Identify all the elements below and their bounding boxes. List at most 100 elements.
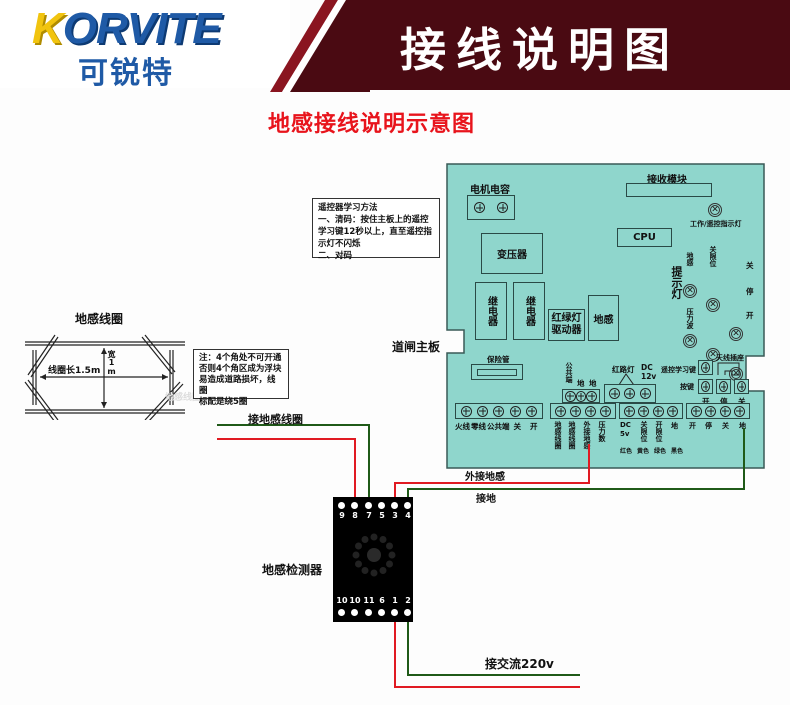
pin-2 bbox=[404, 609, 411, 616]
ground-label: 接地 bbox=[476, 494, 496, 505]
loop-module: 地感 bbox=[588, 295, 619, 341]
lamp-close-limit-icon: ✕ bbox=[706, 298, 720, 312]
pin-label: 5 bbox=[379, 511, 385, 520]
pin-5 bbox=[378, 502, 385, 509]
wire-color-label: 黑色 bbox=[671, 448, 684, 455]
receiver-module bbox=[626, 183, 712, 197]
screw-icon bbox=[667, 405, 679, 417]
screw-icon bbox=[565, 390, 576, 402]
pin-3 bbox=[391, 502, 398, 509]
screw-icon bbox=[555, 405, 566, 417]
pin-7 bbox=[365, 502, 372, 509]
screw-icon bbox=[474, 202, 485, 213]
lamp-open-limit-icon: ✕ bbox=[706, 348, 720, 362]
screw-icon bbox=[477, 405, 489, 417]
screw-icon bbox=[570, 405, 581, 417]
screw-icon bbox=[460, 405, 472, 417]
pin-label: 9 bbox=[339, 511, 345, 520]
terminal-label: 地感线圈 bbox=[568, 421, 576, 449]
screw-icon bbox=[652, 405, 664, 417]
loop-note: 注：4个角处不可开通 否则4个角区成为浮块 易造成道路损坏，线圈 标配是绕5圈 bbox=[193, 349, 289, 407]
note-line: 示灯不闪烁 bbox=[318, 239, 361, 249]
pin-8 bbox=[351, 502, 358, 509]
loop-title: 地感线圈 bbox=[75, 312, 124, 326]
remote-learn-key-label: 遥控学习键 bbox=[661, 366, 696, 374]
screw-icon bbox=[600, 405, 611, 417]
terminal-label: 压力数 bbox=[598, 421, 606, 442]
ground-terminal-label: 地 bbox=[589, 379, 597, 388]
pin-label: 10 bbox=[349, 596, 361, 605]
ac-wire-green-drop bbox=[407, 612, 409, 676]
power-terminal-labels: 火线 零线 公共端 关 开 bbox=[455, 421, 538, 432]
note-line: 标配是绕5圈 bbox=[199, 397, 248, 407]
pin-label: 4 bbox=[405, 511, 411, 520]
fuse-label: 保险管 bbox=[487, 355, 510, 364]
screw-icon bbox=[493, 405, 505, 417]
pin-10 bbox=[338, 609, 345, 616]
lamp-stop-label: 停 bbox=[746, 287, 754, 296]
work-lamp-label: 工作/遥控指示灯 bbox=[690, 220, 742, 228]
open-button[interactable] bbox=[698, 379, 713, 394]
terminal-label: 地感线圈 bbox=[554, 421, 562, 449]
cpu-chip: CPU bbox=[617, 228, 672, 247]
note-line: 易造成道路损坏，线圈 bbox=[199, 375, 276, 396]
loop-watermark: 地感线圈 bbox=[165, 393, 202, 403]
dc12-label: DC 12v bbox=[641, 363, 657, 381]
pin-4 bbox=[404, 502, 411, 509]
pin-label: 11 bbox=[363, 596, 375, 605]
remote-learn-key[interactable] bbox=[698, 360, 713, 375]
loop-length-label: 线圈长1.5m bbox=[48, 363, 101, 376]
terminal-label: 火线 bbox=[455, 422, 470, 431]
pin-10b bbox=[351, 609, 358, 616]
pin-label: 3 bbox=[392, 511, 398, 520]
screw-icon bbox=[509, 405, 521, 417]
loop-drawing bbox=[24, 334, 185, 420]
relay-1: 继电器 bbox=[475, 282, 507, 340]
close-button[interactable] bbox=[734, 379, 749, 394]
loop-wire-red bbox=[217, 438, 356, 440]
stop-button[interactable] bbox=[716, 379, 731, 394]
hint-lamp-title: 提示灯 bbox=[670, 266, 683, 299]
hint-lamp-pressure-label: 压力波 bbox=[686, 308, 694, 329]
pin-label: 6 bbox=[379, 596, 385, 605]
terminal-label: DC 5v bbox=[620, 421, 631, 438]
limit-wire-colors: 红色 黄色 绿色 黑色 bbox=[620, 446, 683, 455]
note-line: 学习键12秒以上，直至遥控指 bbox=[318, 227, 432, 237]
pin-label: 2 bbox=[405, 596, 411, 605]
remote-learning-note: 遥控器学习方法 一、清码：按住主板上的遥控 学习键12秒以上，直至遥控指 示灯不… bbox=[312, 198, 440, 261]
loop-detector: 9 8 7 5 3 4 10 10 11 6 1 2 bbox=[333, 497, 413, 622]
screw-icon bbox=[719, 405, 731, 417]
ac-wire-red-drop bbox=[394, 612, 396, 688]
terminal-label: 关限位 bbox=[640, 421, 648, 442]
screw-icon bbox=[624, 388, 636, 399]
terminal-label: 外接地感 bbox=[583, 421, 591, 449]
external-loop-label: 外接地感 bbox=[465, 472, 505, 483]
detector-socket-icon bbox=[352, 533, 396, 577]
relay-1-label: 继电器 bbox=[485, 296, 497, 326]
screw-icon bbox=[575, 390, 587, 402]
brand-logo-text: ORVITE bbox=[62, 4, 222, 53]
ac-wire-green bbox=[407, 674, 580, 676]
header-band bbox=[370, 0, 790, 90]
limit-terminal bbox=[619, 403, 683, 419]
screw-icon bbox=[526, 405, 538, 417]
lamp-open-label: 开 bbox=[746, 311, 754, 320]
note-line: 一、清码：按住主板上的遥控 bbox=[318, 215, 429, 225]
motor-capacitor-terminal bbox=[467, 195, 515, 220]
key-icon bbox=[719, 381, 728, 392]
loop-wire-green bbox=[217, 424, 370, 426]
screw-icon bbox=[609, 388, 621, 399]
external-loop-wire bbox=[394, 482, 590, 484]
hint-lamp-loop-label: 地感 bbox=[686, 252, 694, 266]
loop-terminal bbox=[550, 403, 616, 419]
traffic-light-connector-lines bbox=[616, 373, 637, 389]
screw-icon bbox=[690, 405, 702, 417]
pin-11 bbox=[365, 609, 372, 616]
relay-2: 继电器 bbox=[513, 282, 545, 340]
traffic-light-terminal bbox=[604, 384, 656, 403]
pin-6 bbox=[378, 609, 385, 616]
close-button-label: 关 bbox=[738, 397, 746, 406]
ac-power-label: 接交流220v bbox=[485, 657, 554, 671]
key-icon bbox=[701, 381, 710, 392]
buttons-label: 按键 bbox=[680, 383, 694, 391]
